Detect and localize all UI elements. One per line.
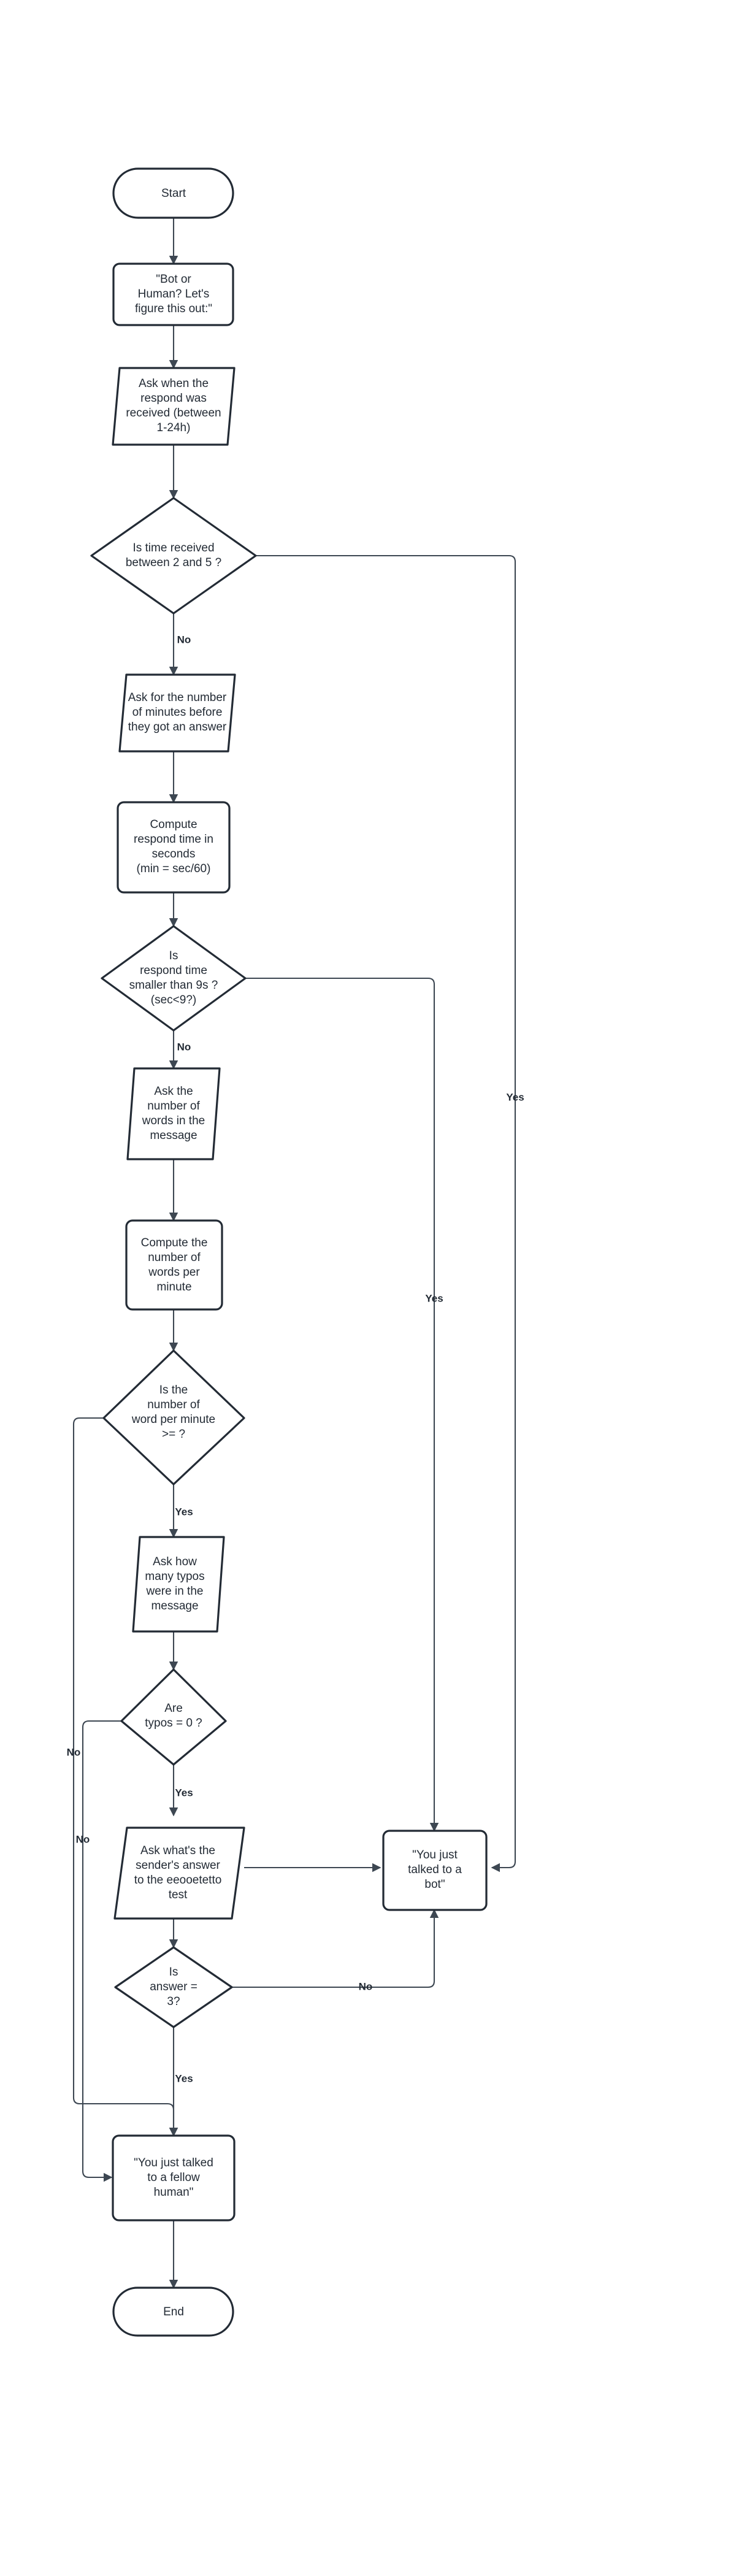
node-compute-wpm-shape[interactable] (125, 1219, 223, 1311)
node-result-bot-shape[interactable] (382, 1830, 488, 1911)
node-end-label: End (163, 2306, 184, 2318)
edge-label-wpm-yes: Yes (175, 1506, 193, 1517)
edge-label-time-yes: Yes (506, 1091, 524, 1103)
edge-label-answer-yes: Yes (175, 2072, 193, 2084)
edge-label-answer-no: No (359, 1980, 373, 1992)
edge-label-time-no: No (177, 634, 191, 645)
edge-decide-respond-yes (245, 977, 439, 1832)
edge-label-respond-no: No (177, 1041, 191, 1052)
node-intro-message-shape[interactable] (112, 263, 234, 326)
node-ask-time-received-shape[interactable] (112, 367, 236, 446)
node-decide-answer-shape[interactable] (114, 1946, 233, 2028)
node-start[interactable]: Start (112, 167, 234, 219)
node-ask-words-shape[interactable] (126, 1067, 221, 1160)
edge-label-wpm-no: No (67, 1746, 81, 1758)
edges-layer: No Yes No Yes Yes No (67, 218, 524, 2289)
edge-decide-time-yes (256, 554, 516, 1873)
node-ask-typos-shape[interactable] (132, 1536, 225, 1633)
node-end[interactable]: End (112, 2287, 234, 2337)
node-ask-eeooetetto-shape[interactable] (113, 1827, 245, 1920)
node-result-human-shape[interactable] (112, 2134, 236, 2221)
node-end-shape[interactable] (112, 2287, 234, 2337)
node-decide-wpm-shape[interactable] (102, 1349, 245, 1485)
node-decide-time-range-shape[interactable] (90, 497, 257, 615)
node-decide-respond-time-shape[interactable] (101, 925, 247, 1032)
edge-label-typos-no: No (76, 1833, 90, 1845)
edge-decide-answer-no (232, 1909, 439, 1988)
node-decide-typos-shape[interactable] (120, 1668, 227, 1766)
node-start-label: Start (161, 187, 186, 200)
node-ask-minutes-shape[interactable] (118, 673, 236, 753)
edge-label-respond-yes: Yes (425, 1292, 443, 1304)
edge-decide-wpm-no (72, 1417, 178, 2137)
node-start-shape[interactable] (112, 167, 234, 219)
edge-label-typos-yes: Yes (175, 1787, 193, 1798)
node-compute-seconds-shape[interactable] (117, 801, 231, 894)
edge-decide-typos-no (82, 1720, 121, 2182)
